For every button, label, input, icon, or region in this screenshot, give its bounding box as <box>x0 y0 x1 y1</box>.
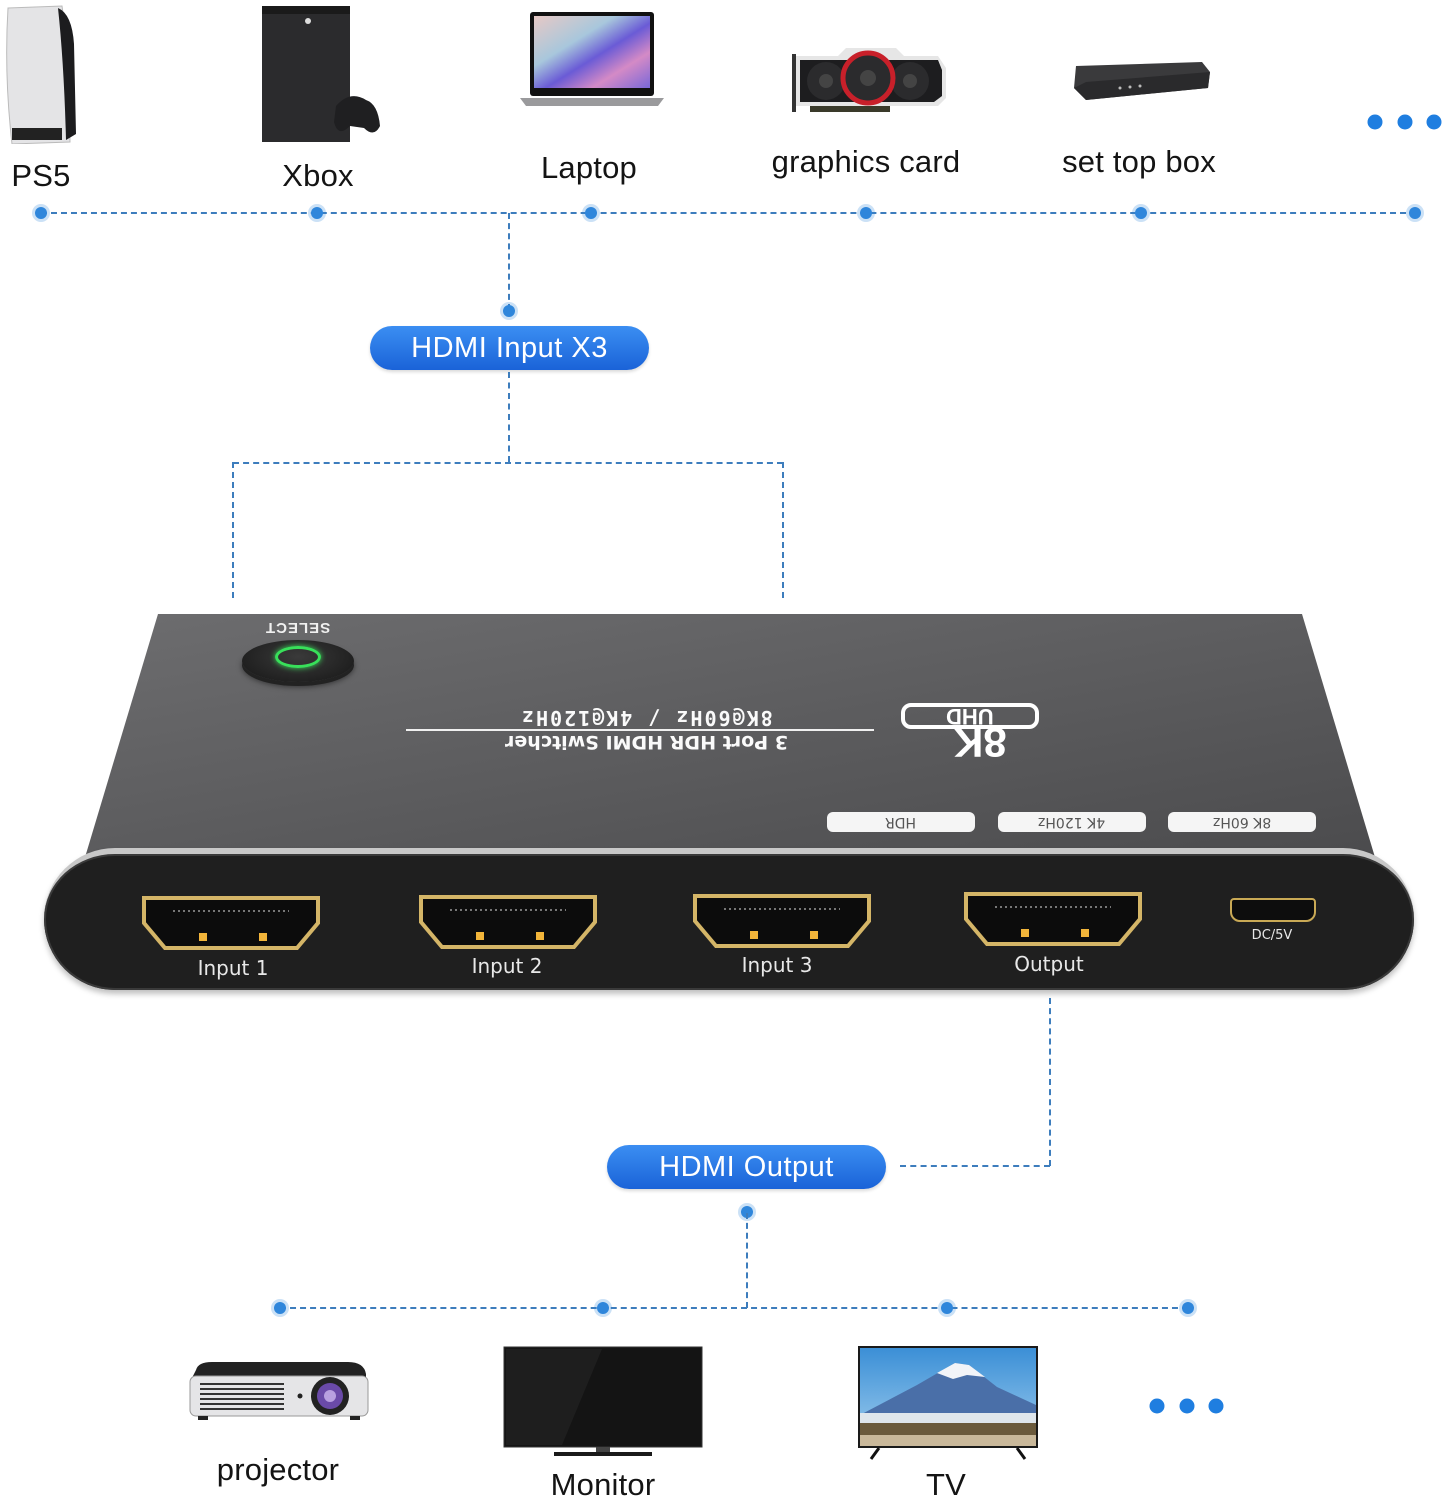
set-top-box-icon <box>1072 58 1212 104</box>
input-bracket-right <box>782 462 784 598</box>
uhd-logo: UHD <box>901 703 1039 729</box>
hdmi-port-input-3[interactable] <box>692 893 872 949</box>
select-label: SELECT <box>265 619 331 636</box>
hdmi-input-pill: HDMI Input X3 <box>370 326 649 370</box>
brand-divider <box>406 729 874 731</box>
hdmi-port-input-2[interactable] <box>418 894 598 950</box>
graphics-card-icon <box>788 46 948 116</box>
output-label-monitor: Monitor <box>550 1467 656 1500</box>
connector-node <box>741 1206 753 1218</box>
brand-title-text: 3 Port HDR HDMI Switcher <box>504 731 788 753</box>
more-dot-icon <box>1367 114 1383 130</box>
port-label-output: Output <box>1014 952 1084 976</box>
source-label-ps5: PS5 <box>11 158 71 193</box>
connector-node <box>1409 207 1421 219</box>
output-connector-line <box>1049 998 1051 1166</box>
connector-node <box>35 207 47 219</box>
brand-spec-text: 8K@60Hz / 4K@120Hz <box>519 706 773 730</box>
output-label-tv: TV <box>925 1467 967 1500</box>
source-label-laptop: Laptop <box>540 150 638 185</box>
projector-icon <box>188 1360 370 1422</box>
output-label-projector: projector <box>216 1452 340 1487</box>
ps5-console-icon <box>2 4 82 145</box>
badge-8k-60hz: 8K 60Hz <box>1168 812 1316 832</box>
connector-node <box>274 1302 286 1314</box>
output-device-line <box>280 1307 1188 1309</box>
connector-node <box>311 207 323 219</box>
badge-hdr: HDR <box>827 812 975 832</box>
8k-logo: 8K <box>953 719 1007 766</box>
more-dot-icon <box>1179 1398 1195 1414</box>
badge-4k-120hz: 4K 120Hz <box>998 812 1146 832</box>
hdmi-port-output[interactable] <box>963 891 1143 947</box>
connector-node <box>1182 1302 1194 1314</box>
connector-node <box>941 1302 953 1314</box>
output-connector-line <box>900 1165 1050 1167</box>
source-label-graphics-card: graphics card <box>771 144 961 179</box>
connector-node <box>1135 207 1147 219</box>
source-connector-line <box>41 212 1416 214</box>
connector-node <box>503 305 515 317</box>
more-dot-icon <box>1149 1398 1165 1414</box>
connector-node <box>585 207 597 219</box>
source-label-xbox: Xbox <box>282 158 354 193</box>
led-ring-icon <box>275 646 321 668</box>
input-bracket-line <box>233 462 783 464</box>
connector-node <box>860 207 872 219</box>
monitor-icon <box>502 1345 704 1461</box>
more-dot-icon <box>1208 1398 1224 1414</box>
more-dot-icon <box>1397 114 1413 130</box>
port-label-input-3: Input 3 <box>741 953 813 977</box>
input-connector-line <box>508 372 510 462</box>
hdmi-port-input-1[interactable] <box>141 895 321 951</box>
tv-icon <box>857 1345 1039 1463</box>
dc-power-port[interactable] <box>1230 898 1316 922</box>
input-bracket-left <box>232 462 234 598</box>
port-label-input-2: Input 2 <box>471 954 543 978</box>
dc-power-label: DC/5V <box>1251 928 1293 943</box>
hdmi-output-pill: HDMI Output <box>607 1145 886 1189</box>
source-label-set-top-box: set top box <box>1062 144 1216 179</box>
output-connector-line <box>746 1213 748 1308</box>
port-label-input-1: Input 1 <box>197 956 269 980</box>
input-connector-line <box>508 213 510 310</box>
laptop-icon <box>518 10 666 108</box>
more-dot-icon <box>1426 114 1442 130</box>
connector-node <box>597 1302 609 1314</box>
xbox-console-icon <box>260 4 382 144</box>
